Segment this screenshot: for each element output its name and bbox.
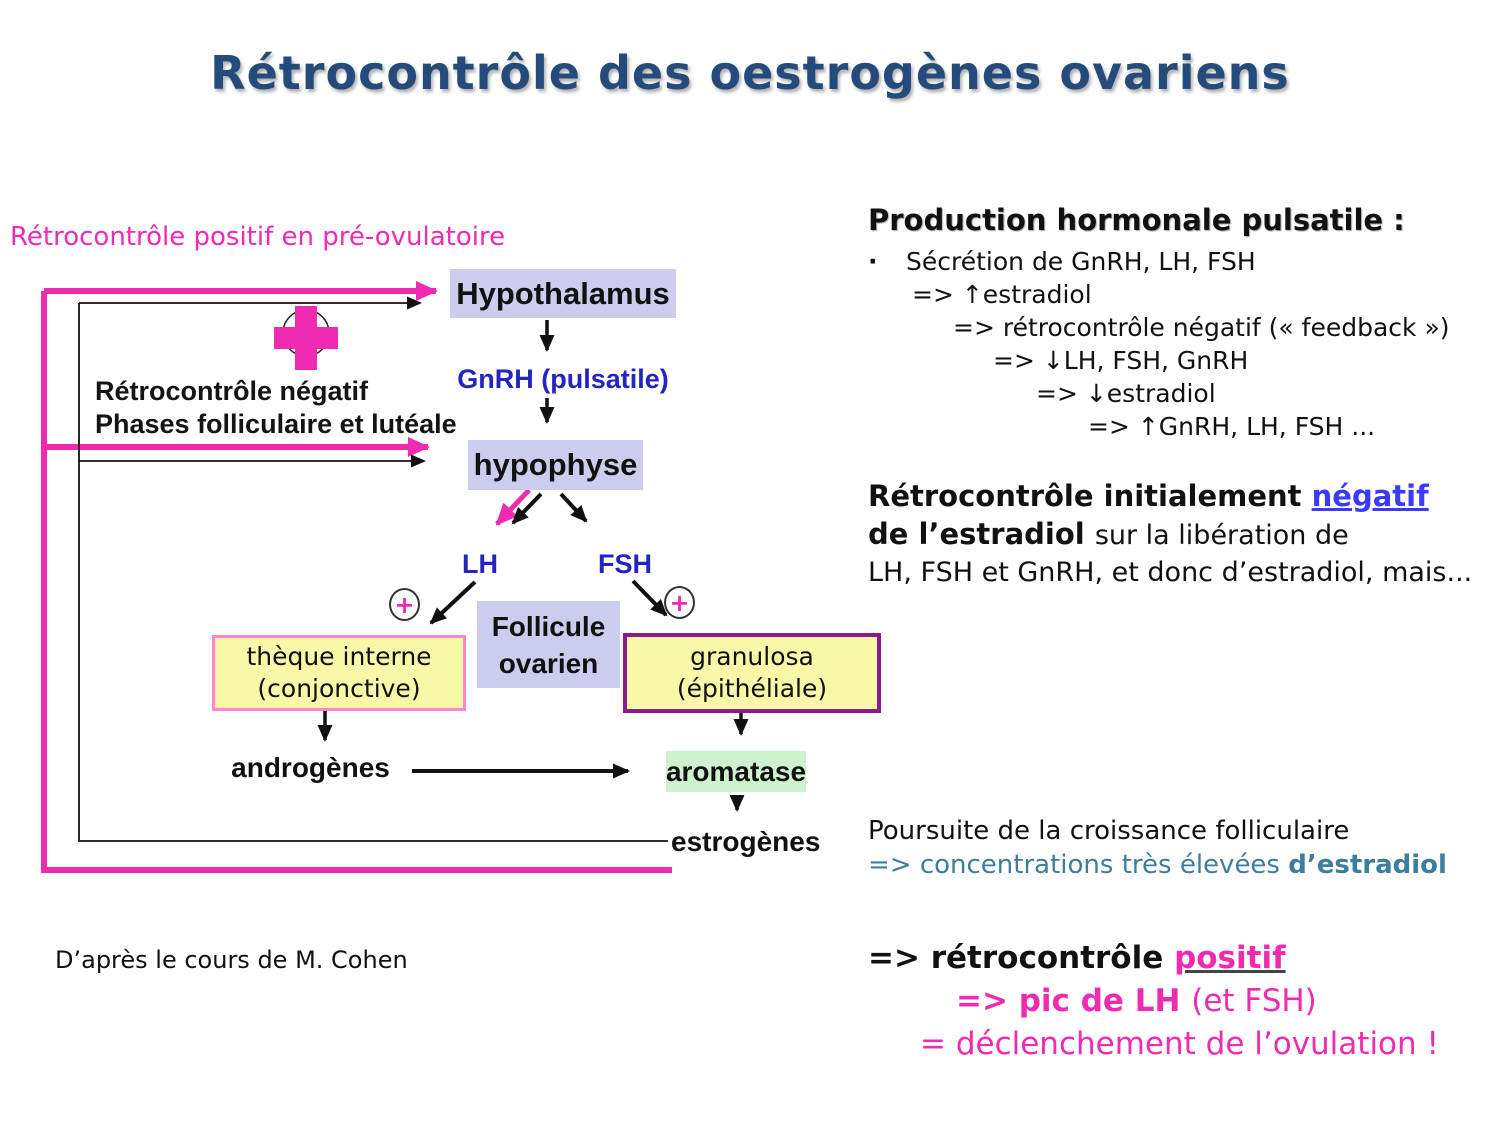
positive-feedback-label: Rétrocontrôle positif en pré-ovulatoire	[10, 222, 506, 252]
positif-line-2: => pic de LH (et FSH)	[868, 980, 1478, 1023]
croissance-line-2: => concentrations très élevées d’estradi…	[868, 848, 1478, 882]
pulsatile-line-1: · Sécrétion de GnRH, LH, FSH	[868, 245, 1478, 278]
croissance-line-2b: d’estradiol	[1288, 850, 1447, 880]
plus-circle-lh-icon: +	[389, 588, 420, 621]
negatif-line-2: de l’estradiol sur la libération de	[868, 516, 1478, 554]
positif-line-2b: (et FSH)	[1191, 983, 1317, 1019]
node-theque-interne: thèque interne (conjonctive)	[212, 635, 466, 711]
negatif-line-2b: sur la libération de	[1094, 520, 1349, 551]
follicule-line1: Follicule	[491, 610, 606, 642]
pulsatile-line-5: => ↓estradiol	[1036, 379, 1216, 408]
positif-line-1: => rétrocontrôle positif	[868, 937, 1478, 980]
plus-circle-fsh-icon: +	[664, 586, 695, 619]
arrow-hypophyse-to-fsh	[559, 492, 588, 523]
node-fsh: FSH	[598, 549, 652, 579]
granulosa-line1: granulosa	[690, 642, 814, 671]
croissance-line-2a: => concentrations très élevées	[868, 850, 1289, 880]
node-hypophyse: hypophyse	[468, 440, 643, 490]
negatif-line-3: LH, FSH et GnRH, et donc d’estradiol, ma…	[868, 557, 1473, 588]
theque-line2: (conjonctive)	[257, 674, 421, 703]
positif-line-1a: => rétrocontrôle	[868, 940, 1175, 976]
positive-arrow-hypophyse-to-lh	[495, 488, 531, 526]
positive-plus-icon	[274, 306, 338, 370]
negative-feedback-loop-line	[78, 303, 668, 842]
pulsatile-line-2: => ↑estradiol	[912, 280, 1092, 309]
node-androgenes: androgènes	[231, 752, 390, 783]
negatif-line-1b: négatif	[1311, 479, 1429, 513]
granulosa-line2: (épithéliale)	[676, 674, 828, 703]
croissance-block: Poursuite de la croissance folliculaire …	[868, 814, 1478, 882]
positif-line-2a: => pic de LH	[956, 983, 1192, 1019]
positif-block: => rétrocontrôle positif => pic de LH (e…	[868, 937, 1478, 1066]
credit-text: D’après le cours de M. Cohen	[55, 946, 408, 974]
node-granulosa: granulosa (épithéliale)	[623, 633, 881, 713]
bullet: ·	[868, 247, 878, 276]
pulsatile-block: Production hormonale pulsatile : · Sécrét…	[868, 203, 1478, 443]
arrow-hypophyse-to-lh	[511, 492, 543, 525]
node-lh: LH	[462, 549, 498, 579]
negatif-block: Rétrocontrôle initialement négatif de l’…	[868, 478, 1478, 591]
pulsatile-heading: Production hormonale pulsatile :	[868, 203, 1405, 237]
positif-line-3: = déclenchement de l’ovulation !	[920, 1026, 1439, 1062]
pulsatile-line-6: => ↑GnRH, LH, FSH ...	[1088, 412, 1376, 441]
negatif-line-2a: de l’estradiol	[868, 517, 1095, 551]
positive-feedback-loop-line	[41, 291, 672, 873]
croissance-line-1: Poursuite de la croissance folliculaire	[868, 816, 1350, 846]
pulsatile-line-3: => rétrocontrôle négatif (« feedback »)	[953, 313, 1450, 342]
arrow-lh-to-theque	[429, 580, 477, 625]
node-follicule-ovarien: Follicule ovarien	[477, 601, 620, 688]
negatif-line-1: Rétrocontrôle initialement négatif	[868, 478, 1478, 516]
theque-line1: thèque interne	[246, 642, 432, 671]
node-aromatase: aromatase	[666, 751, 806, 792]
arrow-fsh-to-granulosa	[631, 579, 668, 617]
pulsatile-line-1-text: Sécrétion de GnRH, LH, FSH	[906, 247, 1256, 276]
negative-feedback-label-line2: Phases folliculaire et lutéale	[95, 409, 457, 439]
node-hypothalamus: Hypothalamus	[450, 269, 676, 318]
page-title: Rétrocontrôle des oestrogènes ovariens	[210, 46, 1290, 100]
negative-feedback-label-line1: Rétrocontrôle négatif	[95, 376, 369, 406]
negatif-line-1a: Rétrocontrôle initialement	[868, 479, 1312, 513]
positif-line-1b: positif	[1174, 940, 1286, 976]
node-gnrh: GnRH (pulsatile)	[457, 364, 669, 394]
pulsatile-line-4: => ↓LH, FSH, GnRH	[993, 346, 1249, 375]
node-estrogenes: estrogènes	[671, 826, 821, 857]
follicule-line2: ovarien	[498, 647, 599, 679]
